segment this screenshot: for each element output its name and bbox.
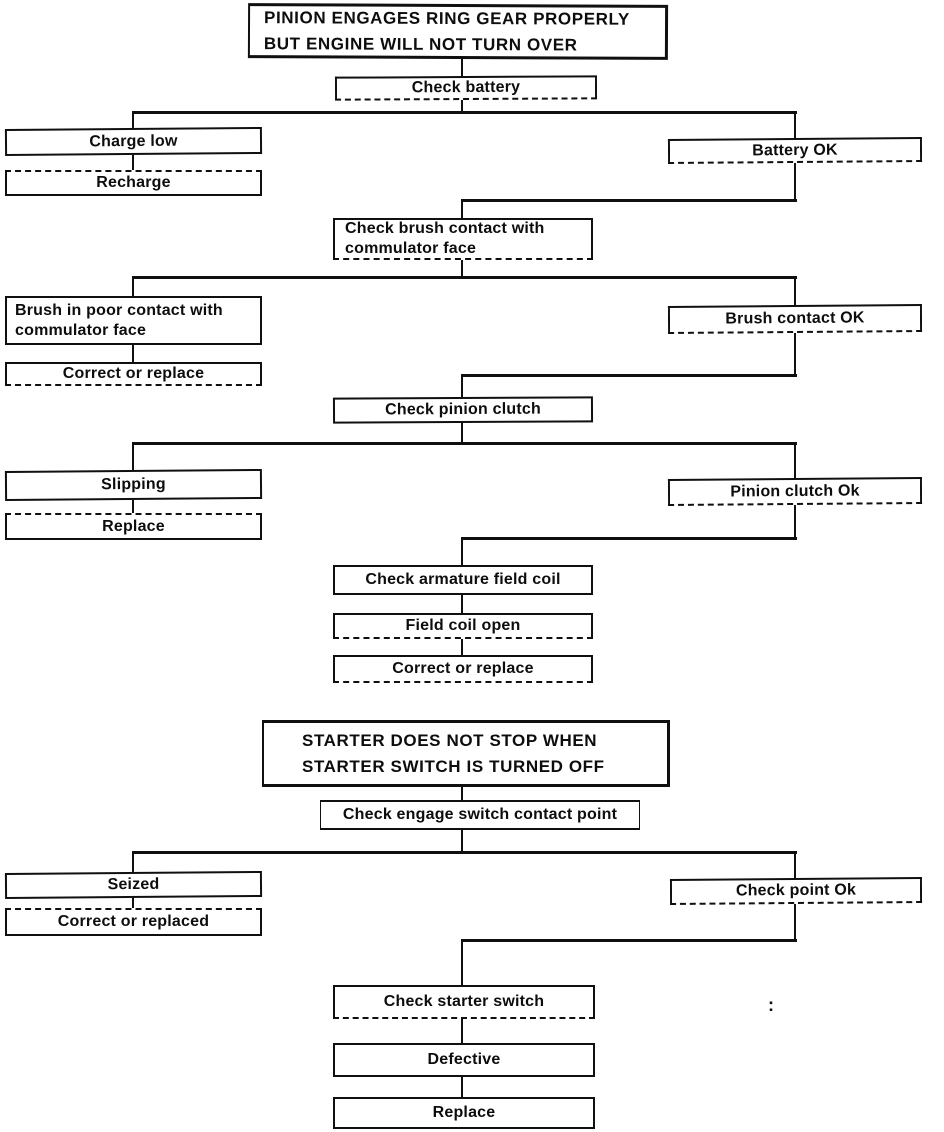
connector-line	[461, 59, 463, 76]
node-check-brush-contact: Check brush contact with commulator face	[333, 218, 593, 260]
node-replace-pinion: Replace	[5, 513, 262, 540]
connector-line	[132, 279, 134, 296]
connector-line	[132, 898, 134, 908]
node-replace-switch: Replace	[333, 1097, 595, 1129]
connector-line	[461, 1019, 463, 1043]
connector-line	[461, 639, 463, 655]
connector-line	[794, 333, 796, 375]
connector-line	[794, 279, 796, 305]
connector-line	[461, 1077, 463, 1097]
connector-return-line	[461, 374, 797, 377]
connector-line	[132, 345, 134, 362]
connector-line	[461, 423, 463, 443]
node-pinion-clutch-ok: Pinion clutch Ok	[667, 477, 923, 506]
flowchart-title-starter-does-not-stop: STARTER DOES NOT STOP WHEN STARTER SWITC…	[262, 720, 670, 787]
connector-line	[794, 445, 796, 478]
connector-line	[461, 202, 463, 218]
connector-line	[794, 904, 796, 940]
connector-line	[461, 100, 463, 112]
connector-branch-line	[132, 276, 797, 279]
connector-branch-line	[132, 851, 797, 854]
connector-line	[461, 787, 463, 800]
flowchart-title-engine-not-turn-over: PINION ENGAGES RING GEAR PROPERLY BUT EN…	[247, 3, 669, 60]
connector-line	[132, 445, 134, 470]
connector-line	[132, 155, 134, 170]
connector-branch-line	[132, 111, 797, 114]
node-charge-low: Charge low	[4, 126, 263, 157]
connector-line	[461, 540, 463, 565]
connector-line	[132, 114, 134, 128]
node-check-point-ok: Check point Ok	[669, 877, 923, 905]
node-check-engage-switch-contact-point: Check engage switch contact point	[320, 800, 640, 830]
node-slipping: Slipping	[4, 468, 263, 502]
node-recharge: Recharge	[5, 170, 262, 196]
connector-line	[461, 377, 463, 397]
node-brush-contact-ok: Brush contact OK	[667, 304, 923, 334]
node-correct-or-replaced: Correct or replaced	[5, 908, 262, 936]
node-check-pinion-clutch: Check pinion clutch	[332, 396, 594, 424]
connector-line	[794, 163, 796, 200]
connector-line	[461, 830, 463, 852]
node-correct-or-replace-brush: Correct or replace	[5, 362, 262, 386]
connector-branch-line	[132, 442, 797, 445]
node-correct-or-replace-coil: Correct or replace	[333, 655, 593, 683]
node-defective: Defective	[333, 1043, 595, 1077]
node-check-battery: Check battery	[334, 75, 598, 101]
connector-line	[461, 942, 463, 985]
connector-return-line	[461, 199, 797, 202]
connector-line	[794, 114, 796, 138]
connector-line	[461, 595, 463, 613]
connector-return-line	[461, 939, 797, 942]
connector-return-line	[461, 537, 797, 540]
node-check-armature-field-coil: Check armature field coil	[333, 565, 593, 595]
node-brush-poor-contact: Brush in poor contact with commulator fa…	[5, 296, 262, 345]
node-battery-ok: Battery OK	[667, 137, 923, 164]
connector-line	[132, 854, 134, 872]
node-field-coil-open: Field coil open	[333, 613, 593, 639]
connector-line	[794, 854, 796, 878]
connector-line	[461, 260, 463, 277]
node-check-starter-switch: Check starter switch	[333, 985, 595, 1019]
connector-line	[132, 500, 134, 513]
scan-artifact-mark: :	[768, 995, 774, 1015]
connector-line	[794, 505, 796, 538]
node-seized: Seized	[4, 870, 263, 900]
